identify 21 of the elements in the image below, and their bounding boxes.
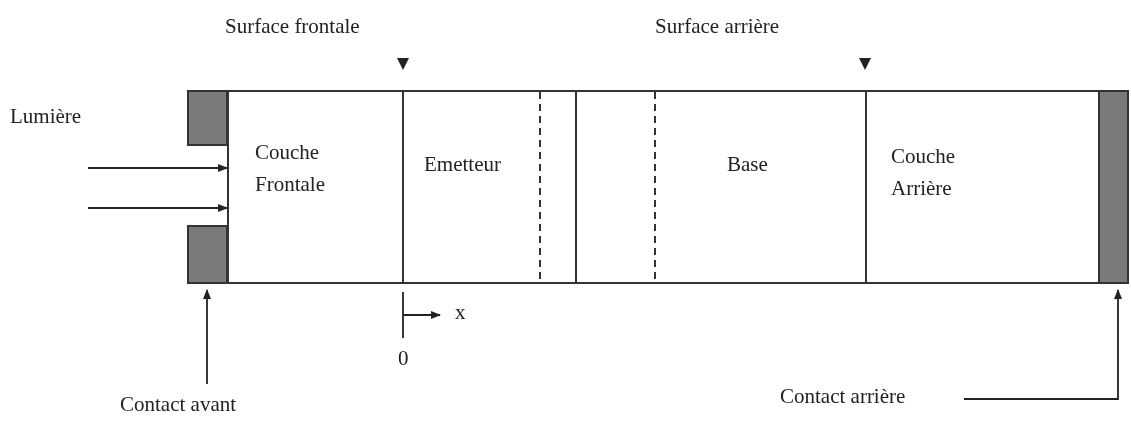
layer-box [227,90,404,284]
arrow [87,164,228,172]
layer-label: Couche Frontale [255,139,326,198]
axis-origin-label: 0 [398,346,409,371]
callout-text: Contact arrière [780,384,964,414]
layer-box [575,90,867,284]
arrow [87,204,228,212]
layer-label: Emetteur [424,152,501,177]
arrow [963,289,1122,400]
contact-bar [187,225,228,284]
layer-box [402,90,577,284]
layer-label: Base [727,152,768,177]
contact-bar [187,90,228,146]
layer-label: Couche Arrière [891,143,957,202]
axis-label: x [455,300,466,325]
light-label: Lumière [10,104,82,129]
surface-label: Surface frontale [225,14,360,39]
surface-label: Surface arrière [655,14,780,39]
arrow [203,289,211,385]
callout-text: Contact avant [120,392,310,422]
contact-bar [1098,90,1129,284]
